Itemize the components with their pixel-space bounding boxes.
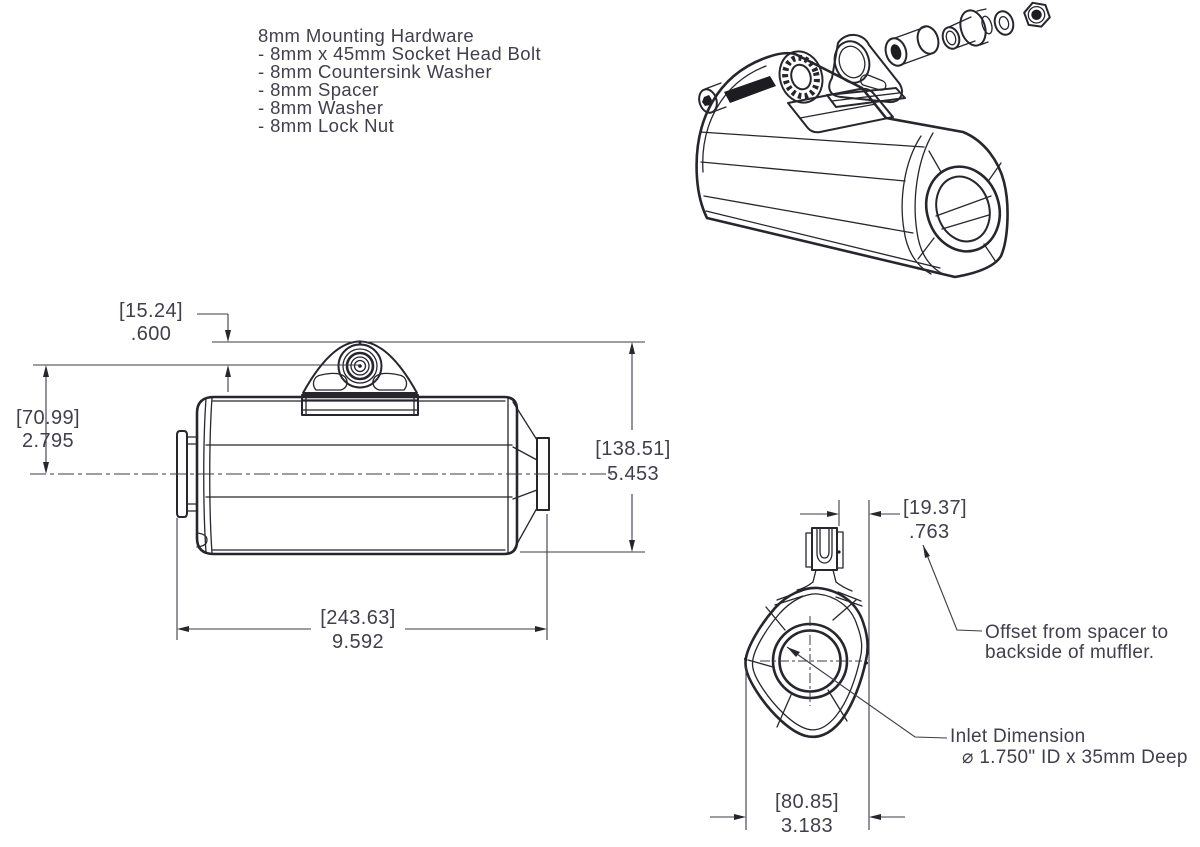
iso-flanged-spacer xyxy=(941,8,993,50)
side-view: [15.24] .600 [70.99] 2.795 [138.51] 5.45… xyxy=(16,300,671,653)
note-offset: Offset from spacer to backside of muffle… xyxy=(922,544,1168,663)
note-inlet: Inlet Dimension ⌀ 1.750" ID x 35mm Deep xyxy=(786,646,1188,768)
hardware-list-item: - 8mm Washer xyxy=(258,97,383,118)
dim-center-height: [70.99] 2.795 xyxy=(16,365,80,474)
hardware-list-title: 8mm Mounting Hardware xyxy=(258,25,474,46)
end-bracket xyxy=(796,527,853,592)
hardware-list-item: - 8mm x 45mm Socket Head Bolt xyxy=(258,43,541,64)
dim-inch: 3.183 xyxy=(781,815,833,837)
dim-length: [243.63] 9.592 xyxy=(176,514,548,653)
hardware-list-item: - 8mm Countersink Washer xyxy=(258,61,492,82)
note-offset-line2: backside of muffler. xyxy=(985,642,1154,663)
iso-view xyxy=(695,1,1051,279)
dim-inch: 9.592 xyxy=(332,631,384,653)
dim-mm: [243.63] xyxy=(320,607,396,629)
dim-inch: 5.453 xyxy=(607,463,659,485)
dim-mm: [80.85] xyxy=(775,791,839,813)
iso-muffler-body xyxy=(695,51,1009,279)
iso-washer xyxy=(993,10,1015,36)
dim-overall-height: [138.51] 5.453 xyxy=(595,342,671,552)
side-muffler-body xyxy=(176,395,550,556)
dim-inch: 2.795 xyxy=(22,430,74,452)
iso-lock-nut xyxy=(1023,1,1051,28)
note-inlet-line1: Inlet Dimension xyxy=(950,726,1085,747)
end-view: [19.37] .763 [80.85] 3.183 Offset from s… xyxy=(710,497,1188,837)
note-offset-line1: Offset from spacer to xyxy=(985,622,1168,643)
dim-spacer-offset: [19.37] .763 xyxy=(800,497,967,830)
end-muffler-body xyxy=(744,586,869,739)
hardware-list-item: - 8mm Lock Nut xyxy=(258,115,394,136)
side-bracket xyxy=(301,340,419,416)
hardware-list-item: - 8mm Spacer xyxy=(258,79,379,100)
dim-mm: [70.99] xyxy=(16,407,80,429)
iso-mounting-strap xyxy=(787,87,894,134)
dim-inch: .600 xyxy=(131,323,172,345)
iso-bracket xyxy=(826,34,906,108)
iso-countersink-washer xyxy=(778,50,824,104)
dim-mm: [138.51] xyxy=(595,438,671,460)
dim-mm: [15.24] xyxy=(119,300,183,322)
iso-socket-head-bolt xyxy=(698,76,776,114)
iso-spacer xyxy=(884,25,940,67)
dim-mm: [19.37] xyxy=(903,497,967,519)
hardware-list: 8mm Mounting Hardware - 8mm x 45mm Socke… xyxy=(258,25,541,136)
dim-body-width: [80.85] 3.183 xyxy=(710,667,905,837)
dim-inch: .763 xyxy=(909,521,950,543)
note-inlet-line2: ⌀ 1.750" ID x 35mm Deep xyxy=(962,747,1188,768)
dim-bracket-offset: [15.24] .600 xyxy=(119,300,231,392)
